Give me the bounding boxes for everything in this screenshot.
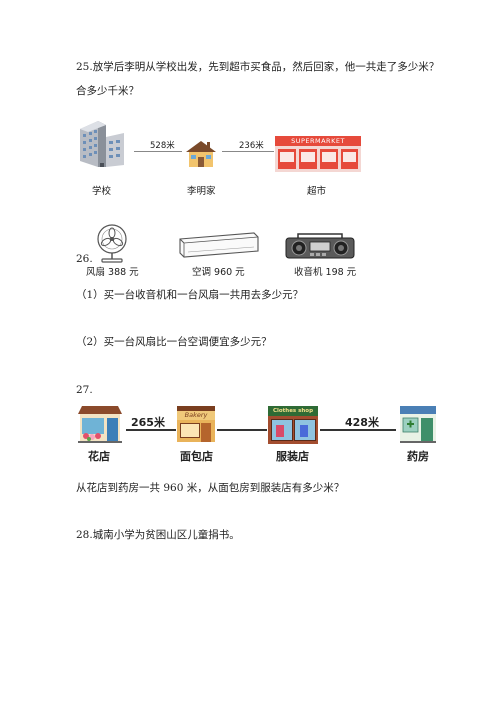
radio-icon (285, 233, 355, 259)
label-clothes-shop: 服装店 (276, 450, 309, 463)
supermarket-building: SUPERMARKET (275, 136, 361, 172)
distance-school-home: 528米 (150, 141, 175, 151)
distance-clothes-pharmacy: 428米 (345, 416, 379, 429)
label-bakery: 面包店 (180, 450, 213, 463)
supermarket-sign: SUPERMARKET (275, 136, 361, 146)
label-home: 李明家 (187, 186, 216, 197)
label-market: 超市 (307, 186, 327, 197)
label-pharmacy: 药房 (407, 450, 429, 463)
label-radio-price: 收音机 198 元 (294, 267, 357, 278)
q27-number: 27. (76, 384, 93, 396)
q26-sub2: （2）买一台风扇比一台空调便宜多少元？ (76, 336, 272, 348)
path-bakery-clothes (217, 429, 267, 431)
air-conditioner-icon (179, 232, 259, 258)
distance-flower-bakery: 265米 (131, 416, 165, 429)
q25-text-line1: 25.放学后李明从学校出发，先到超市买食品，然后回家，他一共走了多少米？ (76, 61, 440, 73)
q28-text: 28.城南小学为贫困山区儿童捐书。 (76, 529, 240, 541)
house-icon (186, 141, 216, 167)
school-building-icon (80, 121, 124, 167)
distance-home-market: 236米 (239, 141, 264, 151)
q26-number: 26. (76, 253, 93, 265)
label-fan-price: 风扇 388 元 (86, 267, 139, 278)
q26-sub1: （1）买一台收音机和一台风扇一共用去多少元？ (76, 289, 304, 301)
fan-icon (97, 224, 127, 263)
path-flower-bakery (126, 429, 176, 431)
path-school-home (134, 151, 182, 152)
bakery-sign: Bakery (177, 411, 215, 420)
flower-shop-icon (78, 406, 122, 443)
pharmacy-icon (400, 406, 436, 443)
clothes-shop: Clothes shop (268, 406, 318, 444)
bakery-shop: Bakery (177, 406, 215, 442)
q27-question: 从花店到药房一共 960 米，从面包房到服装店有多少米？ (76, 482, 345, 494)
path-clothes-pharmacy (320, 429, 396, 431)
path-home-market (222, 151, 274, 152)
label-ac-price: 空调 960 元 (192, 267, 245, 278)
label-school: 学校 (92, 186, 112, 197)
clothes-shop-sign: Clothes shop (268, 406, 318, 416)
q25-text-line2: 合多少千米？ (76, 85, 139, 97)
label-flower-shop: 花店 (88, 450, 110, 463)
